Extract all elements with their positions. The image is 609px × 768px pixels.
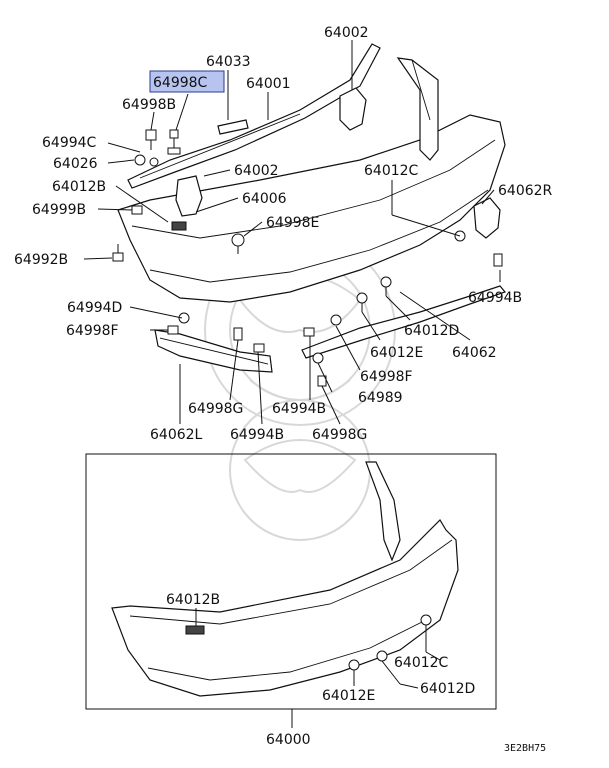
label-64012C-top: 64012C [364, 163, 419, 179]
inset-leader-lines [195, 608, 441, 728]
fastener-64999B-clip [131, 205, 143, 215]
label-64998E: 64998E [266, 215, 319, 231]
inset-clip-64012B [185, 625, 205, 635]
label-64026: 64026 [53, 156, 98, 172]
part-64062-lower-spoiler [301, 285, 507, 359]
fastener-64989-washer [312, 352, 324, 364]
fastener-64998E-clip [231, 233, 245, 254]
label-64994B-right: 64994B [468, 290, 522, 306]
fastener-64994B-clip-right [493, 253, 503, 267]
label-64012D-inset: 64012D [420, 681, 475, 697]
highlight-box-64998C [149, 70, 225, 93]
label-64992B: 64992B [14, 252, 68, 268]
label-64994D: 64994D [67, 300, 122, 316]
part-64002-bracket-right [339, 87, 367, 131]
label-64998C: 64998C [153, 75, 208, 91]
label-64998B: 64998B [122, 97, 176, 113]
label-64000: 64000 [266, 732, 311, 748]
part-64002-bracket-left [175, 175, 203, 217]
label-64006: 64006 [242, 191, 287, 207]
fastener-64992B-screw [112, 244, 124, 262]
inset-frame [85, 453, 497, 710]
label-64998F-right: 64998F [360, 369, 413, 385]
inset-clip-64012D [376, 650, 388, 662]
label-64012D-top: 64012D [404, 323, 459, 339]
label-64012B-top: 64012B [52, 179, 106, 195]
part-64062L-lower-left [154, 329, 273, 373]
part-64001-garnish [127, 43, 381, 189]
label-64062R: 64062R [498, 183, 553, 199]
label-64002-top: 64002 [324, 25, 369, 41]
part-labels: 64002 64033 64998C 64001 64998B 64994C 6… [14, 25, 553, 748]
part-64000-bumper-assembly [111, 461, 459, 697]
label-64002-mid: 64002 [234, 163, 279, 179]
label-64989: 64989 [358, 390, 403, 406]
fastener-64012B-clip [171, 221, 187, 231]
fastener-64998C-bolt [167, 129, 181, 155]
label-64994C: 64994C [42, 135, 97, 151]
fastener-64994B-clip-low [303, 327, 315, 337]
label-64999B: 64999B [32, 202, 86, 218]
label-64998G-right: 64998G [312, 427, 367, 443]
part-64033-retainer [217, 119, 249, 135]
fastener-64998F-clip-left [167, 325, 179, 335]
label-64998F-left: 64998F [66, 323, 119, 339]
part-bumper-cover-upper [117, 57, 506, 303]
drawing-code: 3E2BH75 [504, 743, 546, 754]
inset-clip-64012C [420, 614, 432, 626]
fastener-64994D-clip [178, 312, 190, 324]
label-64012B-inset: 64012B [166, 592, 220, 608]
fastener-64012E-clip [356, 292, 368, 312]
fastener-64998B-bolt [145, 129, 157, 150]
label-64998G-left: 64998G [188, 401, 243, 417]
label-64994B-low2: 64994B [272, 401, 326, 417]
fastener-64994B-clip-low2 [253, 343, 265, 353]
part-64062R-lower-right [473, 197, 501, 239]
fastener-64026-nut [134, 154, 159, 167]
fastener-64998F-clip-right [330, 314, 342, 326]
label-64012E-top: 64012E [370, 345, 423, 361]
fastener-64998G-bolt-left [233, 327, 243, 341]
label-64994B-low1: 64994B [230, 427, 284, 443]
label-64012C-inset: 64012C [394, 655, 449, 671]
label-64001: 64001 [246, 76, 291, 92]
inset-clip-64012E [348, 659, 360, 671]
fastener-64012D-clip [380, 276, 392, 296]
label-64012E-inset: 64012E [322, 688, 375, 704]
label-64033: 64033 [206, 54, 251, 70]
label-64062L: 64062L [150, 427, 203, 443]
leader-lines [83, 40, 501, 425]
label-64062: 64062 [452, 345, 497, 361]
